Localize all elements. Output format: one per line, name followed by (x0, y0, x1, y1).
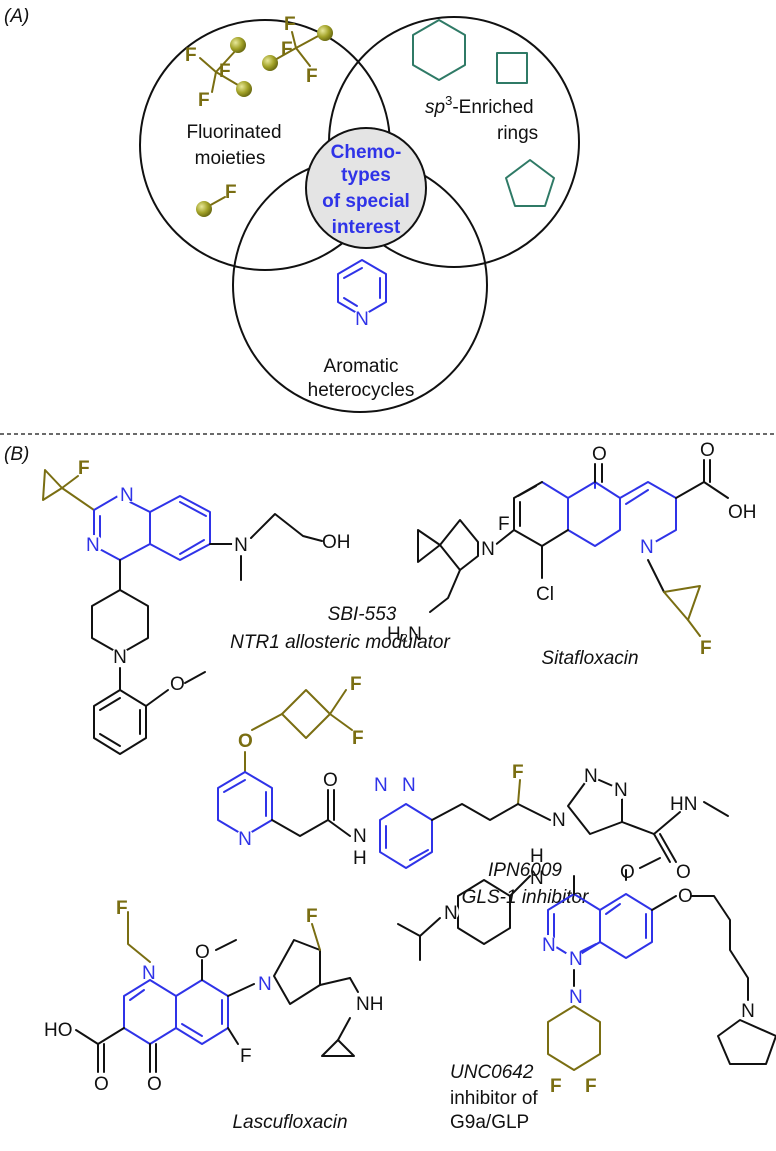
svg-text:F: F (512, 762, 524, 783)
svg-text:F: F (550, 1076, 562, 1097)
svg-text:N: N (530, 868, 544, 889)
sbi-desc: NTR1 allosteric modulator (230, 632, 450, 653)
svg-text:OH: OH (728, 502, 757, 523)
venn-center-circle (305, 127, 427, 249)
svg-text:N: N (569, 987, 583, 1008)
svg-text:F: F (281, 39, 293, 60)
svg-text:O: O (676, 862, 691, 883)
svg-text:N: N (444, 903, 458, 924)
svg-text:N: N (741, 1001, 755, 1022)
svg-text:F: F (700, 638, 712, 659)
lasc-name: Lascufloxacin (232, 1112, 347, 1133)
unc-desc-2: G9a/GLP (450, 1112, 529, 1133)
svg-text:Cl: Cl (536, 584, 554, 605)
svg-text:N: N (238, 829, 252, 850)
svg-text:F: F (198, 90, 210, 111)
svg-text:F: F (498, 514, 510, 535)
svg-text:F: F (78, 458, 90, 479)
cf3-icon-2: F F F (262, 14, 333, 87)
svg-text:O: O (170, 674, 185, 695)
svg-text:N: N (569, 949, 583, 970)
svg-text:O: O (94, 1074, 109, 1095)
cf3-icon-1: F F F (185, 37, 252, 111)
svg-text:F: F (284, 14, 296, 35)
svg-text:O: O (238, 731, 253, 752)
unc-name: UNC0642 (450, 1062, 534, 1083)
compound-unc0642: O N N O N H N N N F F UNC0642 inhibitor … (397, 846, 776, 1133)
svg-text:N: N (113, 647, 127, 668)
compound-sbi-553: F N N N O N OH SBI-553 NTR1 allosteric m… (42, 458, 450, 755)
svg-text:N: N (355, 309, 369, 330)
sp3-label: sp3-Enriched (425, 93, 534, 118)
sita-name: Sitafloxacin (541, 648, 638, 669)
svg-text:O: O (323, 770, 338, 791)
svg-text:F: F (352, 728, 364, 749)
svg-text:O: O (592, 444, 607, 465)
svg-text:N: N (402, 775, 416, 796)
svg-text:N: N (86, 535, 100, 556)
svg-text:H₂N: H₂N (387, 624, 422, 645)
center-line-4: interest (332, 217, 401, 238)
svg-text:O: O (620, 862, 635, 883)
cyclohexane-icon (412, 19, 466, 81)
center-line-1: Chemo- (331, 142, 402, 163)
svg-text:NH: NH (356, 994, 383, 1015)
compound-sitafloxacin: O O OH F N Cl N H₂N F Sitafloxacin (387, 440, 757, 669)
pyridine-icon: N (337, 259, 387, 330)
svg-text:F: F (225, 182, 237, 203)
center-line-2: types (341, 165, 391, 186)
aromatic-label-1: Aromatic (324, 356, 399, 377)
svg-text:O: O (700, 440, 715, 461)
svg-text:O: O (147, 1074, 162, 1095)
fluorinated-label-1: Fluorinated (186, 122, 281, 143)
rings-label: rings (497, 123, 538, 144)
svg-text:N: N (584, 766, 598, 787)
svg-text:O: O (195, 942, 210, 963)
svg-text:F: F (585, 1076, 597, 1097)
fluorine-icon: F (196, 182, 237, 217)
svg-text:N: N (120, 485, 134, 506)
svg-text:N: N (258, 974, 272, 995)
svg-text:H: H (353, 848, 367, 869)
panel-b-label: (B) (4, 444, 29, 465)
svg-text:F: F (219, 61, 231, 82)
svg-text:O: O (678, 886, 693, 907)
svg-text:N: N (353, 826, 367, 847)
compound-lascufloxacin: F N O O HO O F N F NH Lascufloxacin (44, 898, 383, 1133)
svg-text:N: N (481, 539, 495, 560)
panel-a-label: (A) (4, 6, 29, 27)
cyclopentane-icon (505, 159, 555, 207)
svg-text:N: N (142, 963, 156, 984)
svg-text:F: F (116, 898, 128, 919)
svg-text:N: N (374, 775, 388, 796)
svg-text:N: N (542, 935, 556, 956)
unc-desc-1: inhibitor of (450, 1088, 538, 1109)
svg-text:HO: HO (44, 1020, 73, 1041)
svg-text:H: H (530, 846, 544, 867)
svg-text:F: F (306, 66, 318, 87)
svg-text:N: N (614, 780, 628, 801)
svg-text:N: N (234, 535, 248, 556)
svg-text:F: F (185, 45, 197, 66)
svg-text:F: F (350, 674, 362, 695)
svg-text:HN: HN (670, 794, 697, 815)
svg-text:F: F (240, 1046, 252, 1067)
fluorinated-label-2: moieties (195, 148, 266, 169)
cyclobutane-icon (496, 52, 528, 84)
compound-ipn6009: F F O N O N H N N F N N N O HN (217, 674, 729, 908)
svg-text:OH: OH (322, 532, 351, 553)
sbi-name: SBI-553 (328, 604, 397, 625)
ipn-name: IPN6009 (488, 860, 562, 881)
ipn-desc: GLS-1 inhibitor (462, 887, 589, 908)
venn-diagram: Chemo- types of special interest Fluorin… (139, 14, 580, 413)
svg-text:N: N (552, 810, 566, 831)
center-line-3: of special (322, 191, 410, 212)
svg-text:F: F (306, 906, 318, 927)
svg-text:N: N (640, 537, 654, 558)
aromatic-label-2: heterocycles (308, 380, 415, 401)
